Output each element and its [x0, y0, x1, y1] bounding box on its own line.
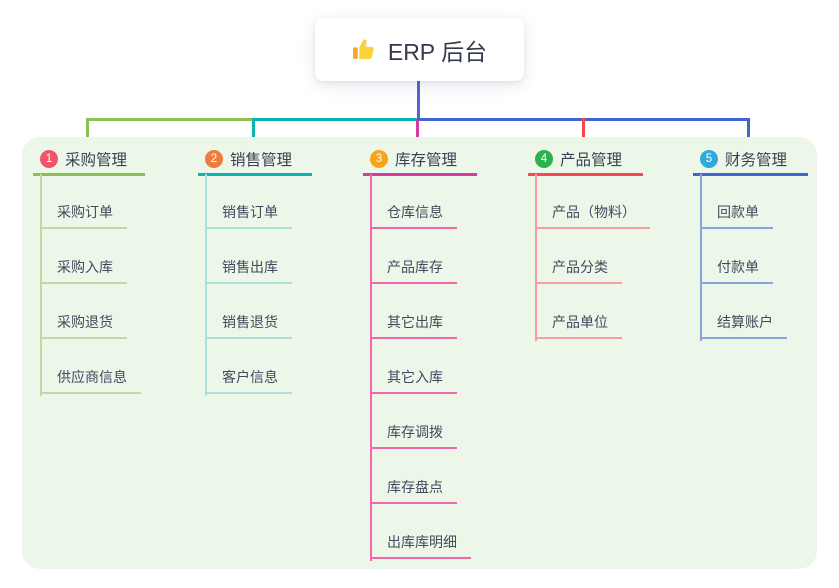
group-panel	[22, 137, 817, 569]
branch-item[interactable]: 产品单位	[535, 309, 622, 339]
branch-item[interactable]: 库存调拨	[370, 419, 457, 449]
branch-item[interactable]: 采购订单	[40, 199, 127, 229]
branch-badge: 2	[205, 149, 223, 168]
branch-item[interactable]: 库存盘点	[370, 474, 457, 504]
bus-segment-purchase	[86, 118, 255, 121]
branch-drop-sales	[252, 118, 255, 148]
branch-item[interactable]: 销售订单	[205, 199, 292, 229]
branch-topic-finance[interactable]: 5 财务管理	[693, 146, 808, 176]
branch-item[interactable]: 供应商信息	[40, 364, 141, 394]
branch-item[interactable]: 其它出库	[370, 309, 457, 339]
branch-item[interactable]: 产品分类	[535, 254, 622, 284]
connector-root	[417, 81, 420, 120]
bus-segment-sales	[252, 118, 418, 121]
branch-item[interactable]: 产品库存	[370, 254, 457, 284]
branch-label: 财务管理	[725, 151, 788, 169]
branch-label: 库存管理	[395, 151, 458, 169]
branch-item[interactable]: 结算账户	[700, 309, 787, 339]
branch-item[interactable]: 销售退货	[205, 309, 292, 339]
branch-item[interactable]: 仓库信息	[370, 199, 457, 229]
branch-drop-inventory	[416, 120, 419, 148]
branch-topic-sales[interactable]: 2 销售管理	[198, 146, 312, 176]
branch-item[interactable]: 回款单	[700, 199, 773, 229]
branch-item[interactable]: 采购退货	[40, 309, 127, 339]
branch-label: 销售管理	[230, 151, 293, 169]
branch-drop-finance	[747, 118, 750, 148]
root-node-label: ERP 后台	[387, 38, 488, 65]
branch-drop-purchase	[86, 118, 89, 148]
branch-item[interactable]: 出库库明细	[370, 529, 471, 559]
root-node[interactable]: ERP 后台	[315, 18, 524, 81]
branch-badge: 4	[535, 149, 553, 168]
branch-badge: 3	[370, 149, 388, 168]
branch-badge: 1	[40, 149, 58, 168]
thumbs-up-icon	[352, 37, 377, 62]
branch-item[interactable]: 产品（物料）	[535, 199, 650, 229]
branch-trunk-purchase	[40, 174, 42, 396]
branch-item[interactable]: 采购入库	[40, 254, 127, 284]
branch-drop-product	[582, 118, 585, 148]
branch-label: 采购管理	[65, 151, 128, 169]
branch-trunk-sales	[205, 174, 207, 396]
branch-badge: 5	[700, 149, 718, 168]
branch-item[interactable]: 付款单	[700, 254, 773, 284]
branch-trunk-inventory	[370, 174, 372, 561]
branch-topic-purchase[interactable]: 1 采购管理	[33, 146, 145, 176]
branch-topic-inventory[interactable]: 3 库存管理	[363, 146, 477, 176]
branch-trunk-finance	[700, 174, 702, 341]
branch-item[interactable]: 其它入库	[370, 364, 457, 394]
branch-trunk-product	[535, 174, 537, 341]
branch-label: 产品管理	[560, 151, 623, 169]
branch-item[interactable]: 销售出库	[205, 254, 292, 284]
branch-item[interactable]: 客户信息	[205, 364, 292, 394]
branch-topic-product[interactable]: 4 产品管理	[528, 146, 643, 176]
